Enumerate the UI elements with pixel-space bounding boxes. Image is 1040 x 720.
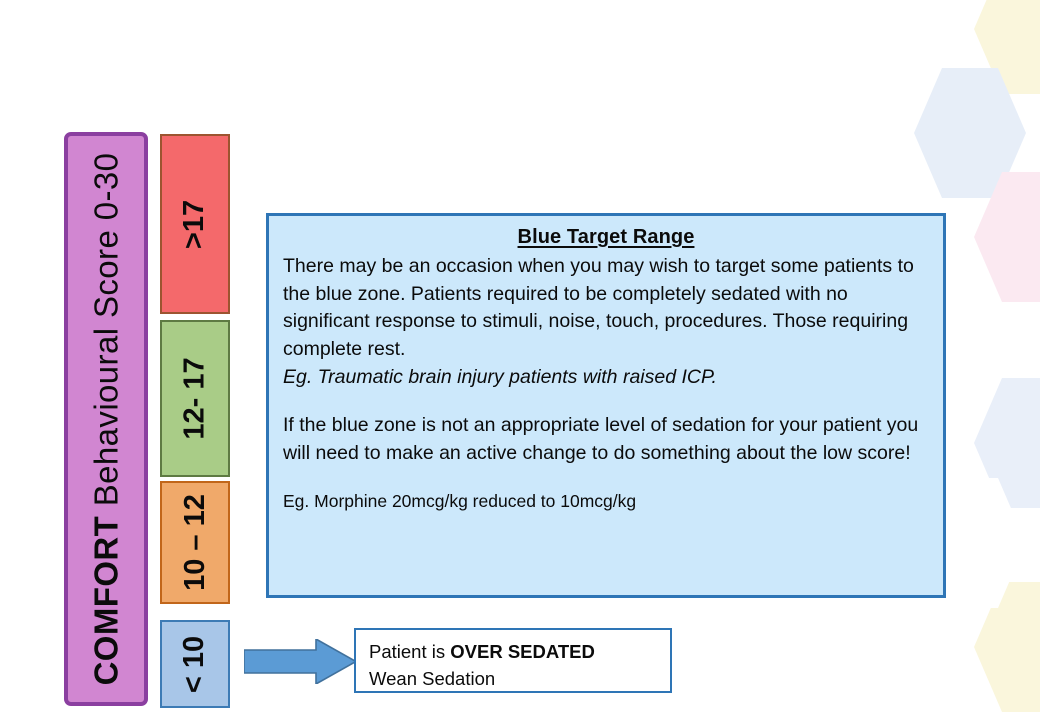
- score-range-bar-blue: < 10: [160, 620, 230, 708]
- hexagon-shape: [974, 378, 1040, 508]
- score-range-label-orange: 10 – 12: [178, 494, 211, 591]
- score-range-label-blue: < 10: [178, 635, 211, 693]
- blue-panel-paragraph-2: If the blue zone is not an appropriate l…: [283, 414, 919, 465]
- comfort-score-label-text: COMFORT Behavioural Score 0-30: [87, 153, 125, 686]
- score-range-label-red: >17: [178, 199, 211, 249]
- blue-panel-title: Blue Target Range: [517, 226, 695, 248]
- right-arrow-icon: [243, 637, 358, 686]
- score-range-label-green: 12- 17: [178, 357, 211, 440]
- score-range-bar-red: >17: [160, 134, 230, 314]
- paragraph-spacer: [283, 391, 929, 412]
- score-range-bar-orange: 10 – 12: [160, 481, 230, 604]
- comfort-score-label-bar: COMFORT Behavioural Score 0-30: [64, 132, 148, 706]
- hexagon-shape: [914, 68, 1026, 198]
- callout-line-1-strong: OVER SEDATED: [450, 641, 595, 662]
- blue-panel-example-2: Eg. Morphine 20mcg/kg reduced to 10mcg/k…: [283, 490, 637, 511]
- hexagon-shape: [974, 582, 1040, 712]
- hexagon-shape: [974, 0, 1040, 94]
- callout-line-1-prefix: Patient is: [369, 641, 451, 662]
- comfort-label-strong: COMFORT: [87, 515, 125, 686]
- hexagon-shape: [974, 172, 1040, 302]
- callout-line-1: Patient is OVER SEDATED: [369, 638, 670, 665]
- callout-line-2: Wean Sedation: [369, 668, 496, 690]
- paragraph-spacer: [283, 468, 929, 489]
- blue-panel-paragraph-1: There may be an occasion when you may wi…: [283, 255, 914, 361]
- score-range-bar-green: 12- 17: [160, 320, 230, 477]
- over-sedated-callout-box: Patient is OVER SEDATED Wean Sedation: [354, 628, 672, 693]
- comfort-label-rest: Behavioural Score 0-30: [87, 152, 125, 516]
- blue-panel-example-1: Eg. Traumatic brain injury patients with…: [283, 365, 717, 388]
- blue-target-range-panel: Blue Target Range There may be an occasi…: [266, 213, 946, 598]
